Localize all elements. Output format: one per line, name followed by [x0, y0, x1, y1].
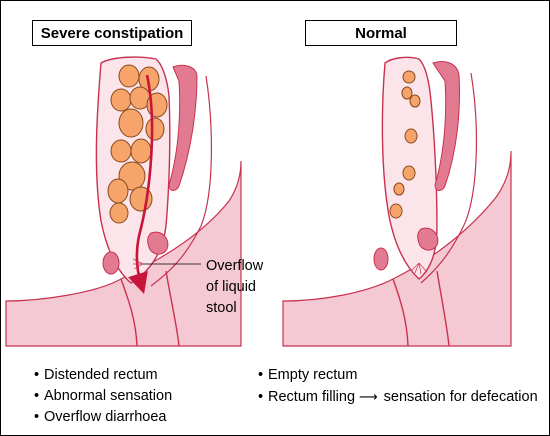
right-anal-canal [392, 270, 450, 347]
left-anal-canal [120, 270, 180, 347]
left-rectum-illustration [5, 56, 242, 347]
list-item-text: Rectum filling [268, 389, 356, 405]
right-panel-title: Normal [305, 20, 457, 46]
list-item-text: sensation for defecation [383, 389, 538, 405]
right-rectum-illustration [282, 56, 512, 347]
arrow-right-icon: ⟶ [359, 389, 378, 404]
right-muscle-blob-1 [373, 247, 389, 271]
callout-line-2: of liquid [206, 279, 256, 295]
right-pelvic-tissue [282, 150, 512, 347]
right-posterior-line [420, 72, 477, 284]
left-muscle-blob-1 [102, 251, 120, 275]
callout-line-1: Overflow [206, 258, 264, 274]
left-pelvic-tissue [5, 160, 242, 347]
list-item: Distended rectum [34, 365, 172, 386]
list-item: Abnormal sensation [34, 386, 172, 407]
right-stool-pellets [389, 70, 421, 219]
list-item: Empty rectum [258, 365, 538, 386]
callout-fan [132, 258, 144, 270]
left-posterior-line [150, 75, 213, 287]
right-sphincter-lines [410, 262, 428, 275]
list-item-text: Empty rectum [268, 367, 358, 383]
right-muscle-blob-2 [417, 227, 439, 251]
right-bullet-list: Empty rectum Rectum filling⟶ sensation fo… [258, 365, 538, 408]
overflow-callout: Overflow of liquid stool [206, 256, 263, 319]
left-sacrum [168, 64, 198, 191]
list-item: Overflow diarrhoea [34, 407, 172, 428]
left-muscle-blob-2 [147, 231, 169, 255]
right-sacrum [432, 61, 460, 191]
left-bullet-list: Distended rectum Abnormal sensation Over… [34, 365, 172, 428]
list-item: Rectum filling⟶ sensation for defecation [258, 386, 538, 408]
callout-line-3: stool [206, 300, 237, 316]
left-panel-title: Severe constipation [32, 20, 192, 46]
